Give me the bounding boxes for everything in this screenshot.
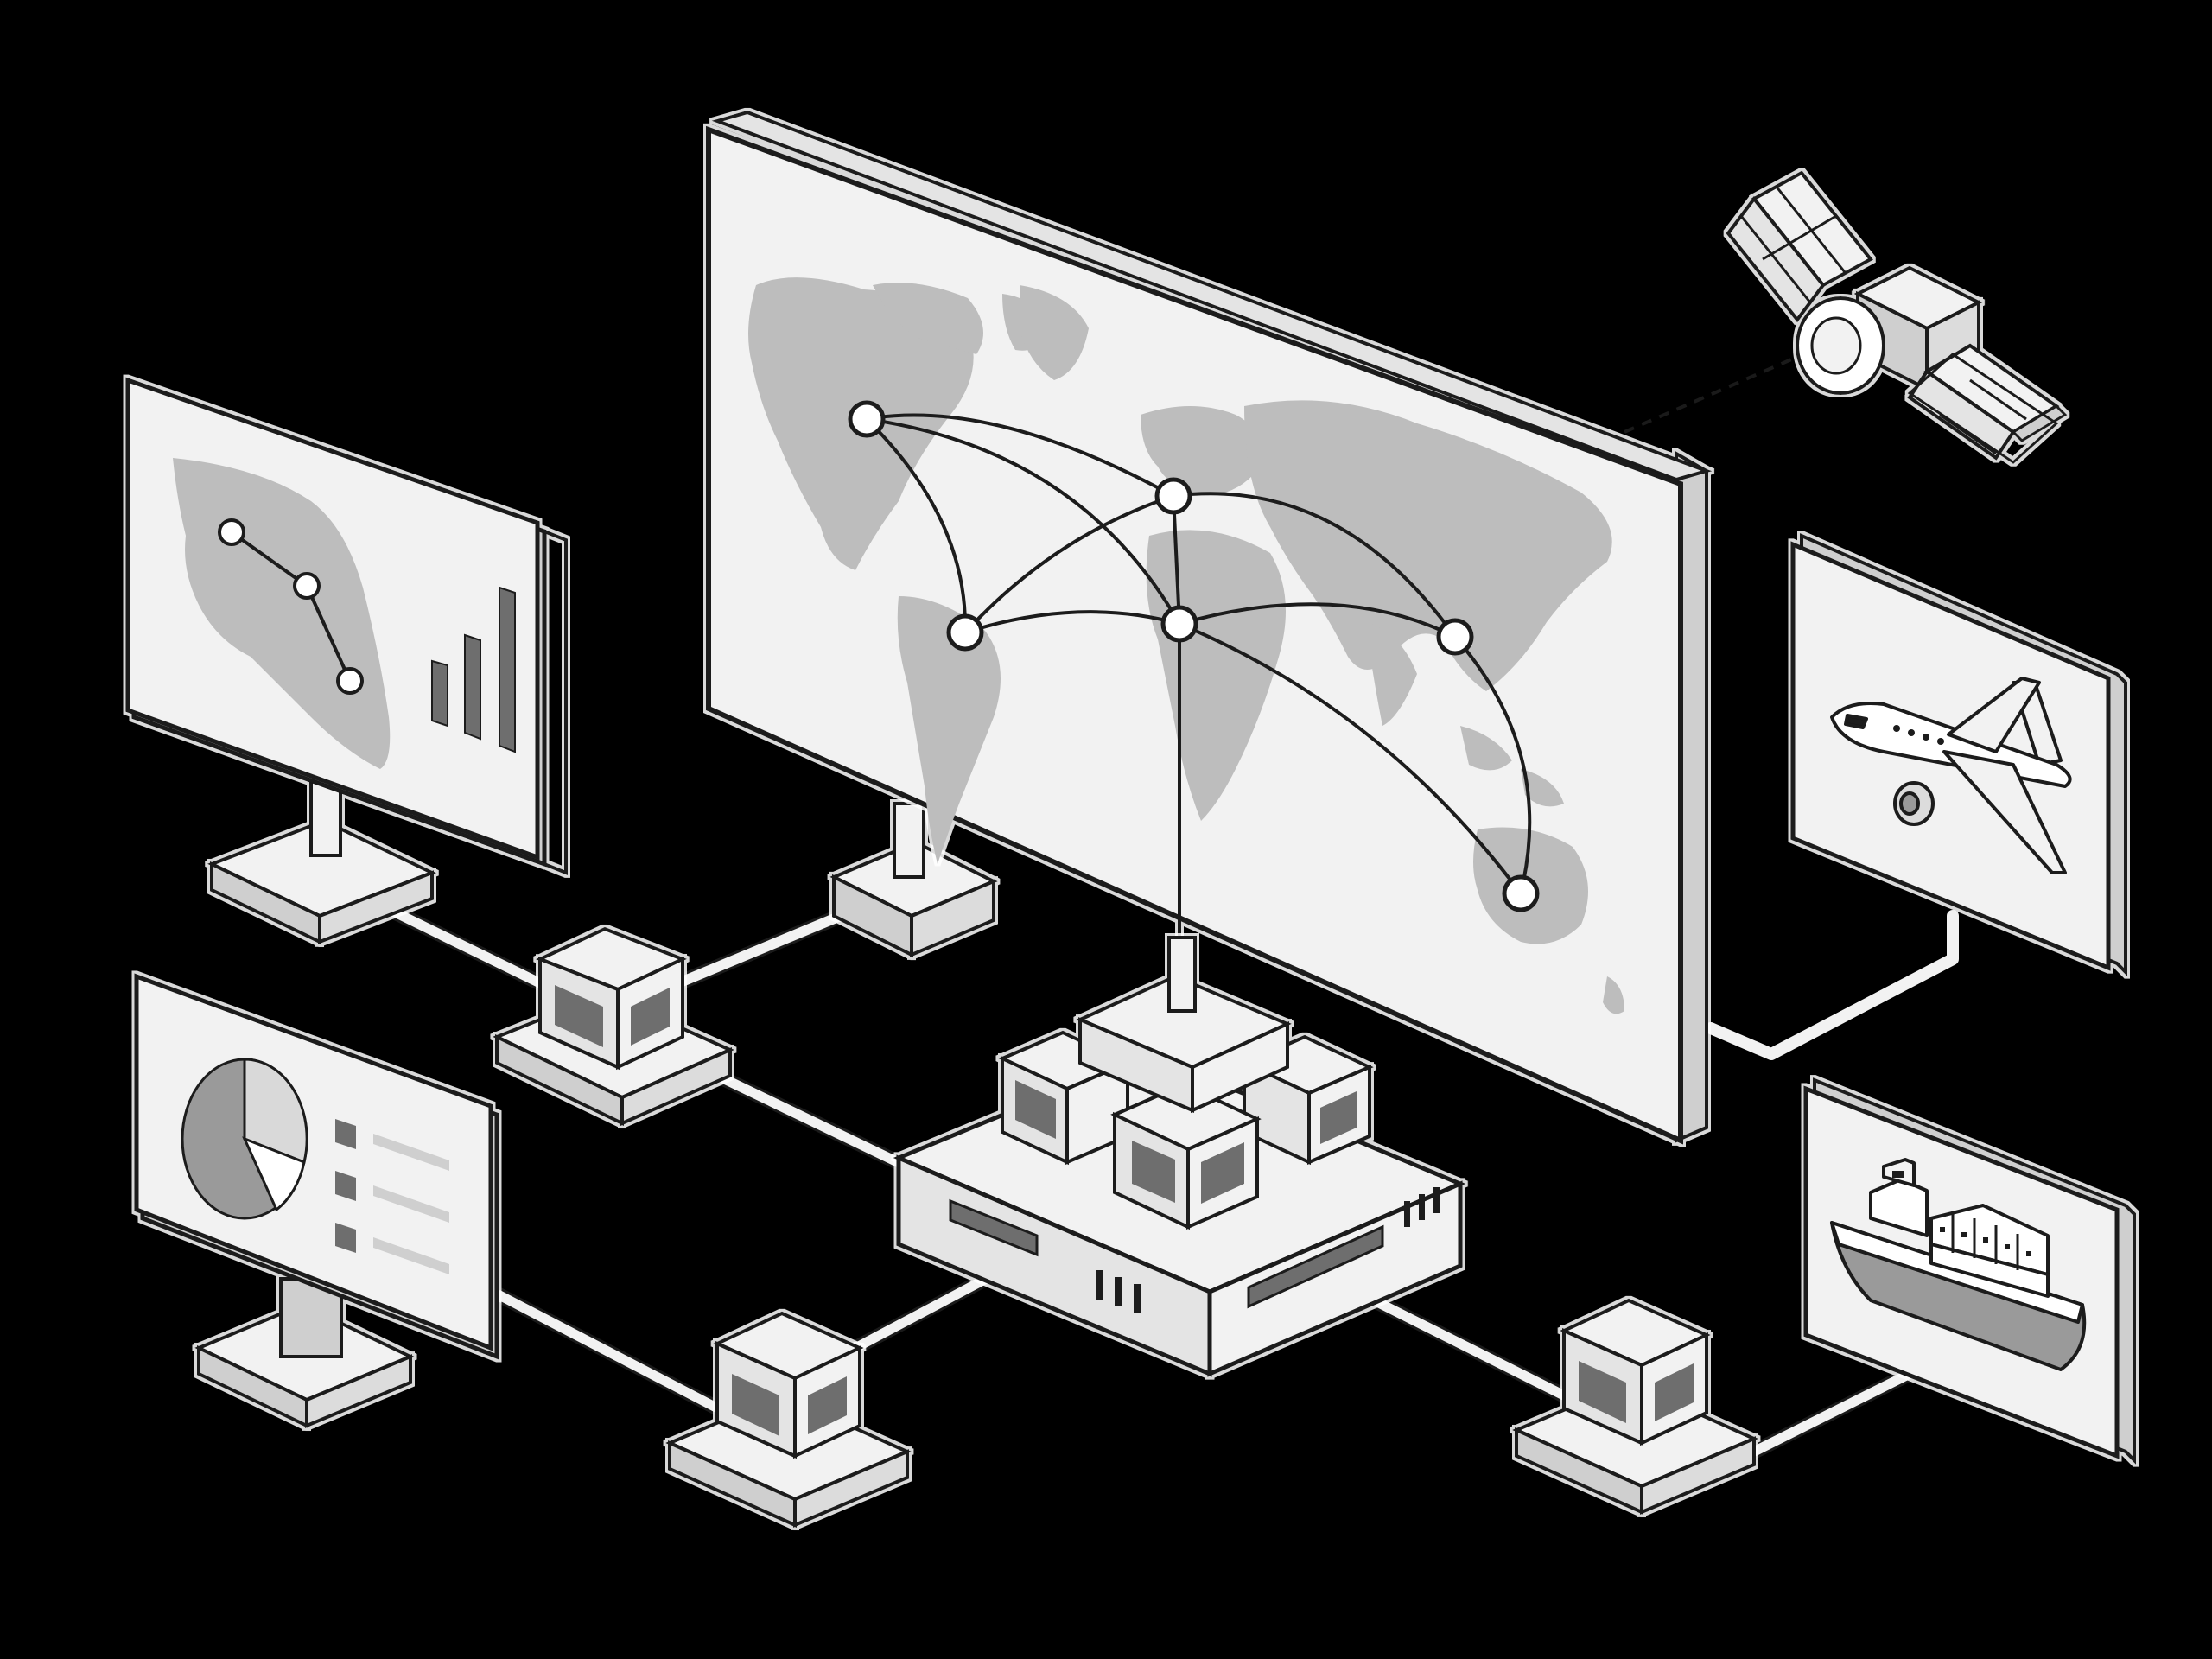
ship-display — [1803, 1077, 2136, 1465]
route-node — [848, 400, 886, 438]
satellite-icon — [1726, 170, 2068, 464]
pie-slice — [242, 1136, 306, 1212]
hub-server — [893, 936, 1466, 1377]
server-vents — [1096, 1270, 1141, 1313]
server-vents — [1404, 1187, 1440, 1227]
left-bottom-monitor — [134, 973, 499, 1429]
continent-europe — [1141, 406, 1259, 495]
route-arc — [866, 413, 1174, 498]
legend-swatch — [335, 1171, 356, 1201]
relay-node-1 — [493, 926, 734, 1127]
route-node — [336, 667, 364, 695]
plane-display — [1790, 532, 2127, 976]
pie-legend — [335, 1119, 449, 1274]
legend-swatch — [335, 1119, 356, 1149]
cargo-ship-icon — [1830, 1158, 2087, 1371]
connection-relay3-to-ship — [1748, 1359, 1933, 1458]
connection-left-top-to-relay — [378, 901, 568, 1000]
route-arc — [1453, 635, 1532, 894]
continent-asia — [1244, 400, 1612, 691]
connection-relay-to-hub — [702, 1065, 931, 1181]
server-slot — [1247, 1224, 1384, 1309]
left-top-monitor — [125, 377, 568, 945]
hub-cube — [1110, 1082, 1262, 1230]
legend-line — [373, 1134, 449, 1171]
legend-line — [373, 1185, 449, 1223]
legend-swatch — [335, 1223, 356, 1253]
route-arc — [865, 417, 968, 633]
airplane-icon — [1830, 677, 2072, 874]
relay-node-2 — [664, 1311, 912, 1529]
monitor-base — [207, 818, 437, 945]
relay-cube — [1560, 1298, 1711, 1446]
connection-hub-to-relay3 — [1342, 1281, 1579, 1406]
solar-panel — [1726, 170, 1874, 323]
bar — [431, 659, 448, 728]
connection-relay2-to-hub — [849, 1264, 1008, 1354]
relay-node-3 — [1511, 1298, 1759, 1516]
route-arc — [1173, 492, 1457, 639]
satellite-dashed-link — [1624, 344, 1824, 434]
route-arc — [866, 417, 1181, 625]
route-node — [293, 572, 321, 600]
route-arc — [963, 494, 1174, 634]
route-arc — [964, 610, 1180, 634]
connection-left-bottom-to-relay — [495, 1290, 741, 1423]
route-nodes — [848, 400, 1540, 912]
pie-slice — [243, 1058, 308, 1165]
relay-cube — [535, 926, 688, 1071]
solar-panel — [1907, 343, 2068, 464]
route-node — [218, 518, 245, 546]
monitor-screen — [132, 386, 568, 875]
route-arc — [1179, 602, 1456, 639]
route-node — [1160, 605, 1198, 643]
continent-greenland — [1020, 285, 1089, 380]
relay-cube — [713, 1311, 864, 1459]
hub-cube — [998, 1030, 1132, 1166]
bar-chart — [431, 586, 516, 753]
route-arc — [1172, 495, 1181, 625]
main-world-map-display — [706, 110, 1713, 1145]
legend-line — [373, 1237, 449, 1274]
continent-south-america — [897, 596, 1001, 864]
connection-plane-to-main — [1705, 910, 1959, 1060]
hub-top-cap — [1076, 936, 1292, 1114]
route-node — [1502, 874, 1540, 912]
bar — [499, 586, 516, 753]
pie-chart — [181, 1058, 308, 1220]
main-display-stand — [830, 802, 998, 958]
connection-relay-to-main-stand — [668, 906, 857, 991]
route-node — [946, 613, 984, 652]
route-node — [1436, 618, 1474, 656]
network-connections — [378, 901, 1959, 1458]
route-arc — [1179, 622, 1522, 895]
route-arcs — [865, 413, 1532, 895]
route-node — [1154, 477, 1192, 515]
server-slot — [949, 1198, 1039, 1257]
bar — [464, 633, 481, 741]
